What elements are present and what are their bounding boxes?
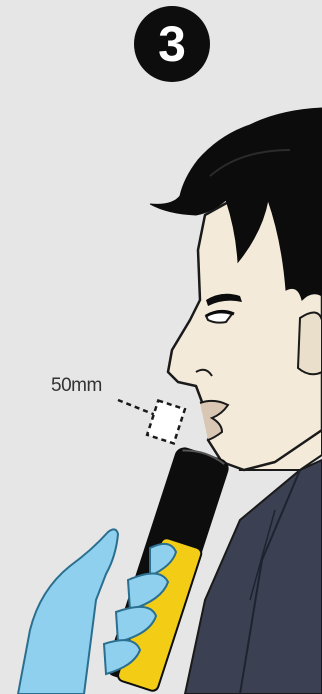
distance-dashed-line	[118, 400, 158, 416]
ear-shape	[298, 312, 322, 374]
distance-label: 50mm	[51, 375, 102, 397]
step-number: 3	[158, 19, 186, 69]
glove-palm	[18, 529, 118, 694]
step-badge: 3	[134, 6, 210, 82]
exhale-zone-box	[147, 401, 185, 444]
